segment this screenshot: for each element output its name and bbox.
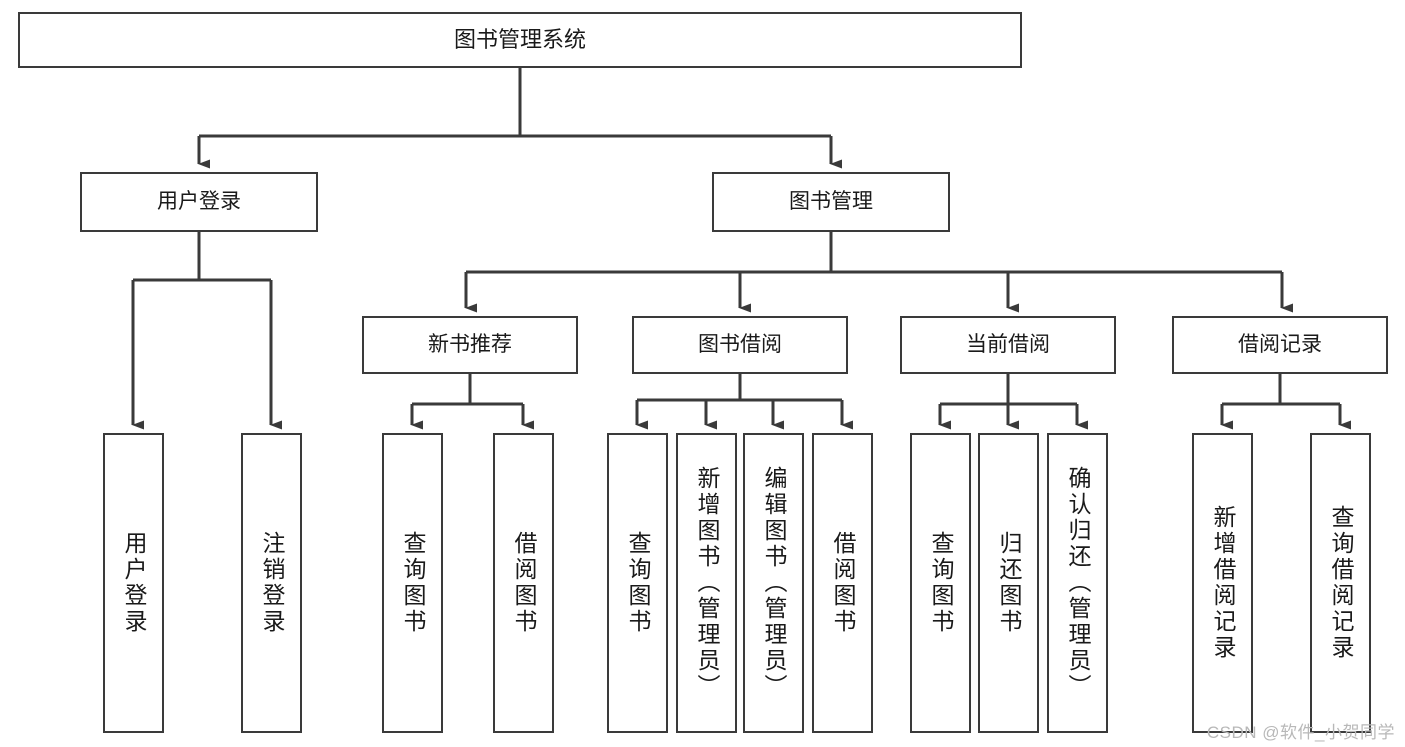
node-label: 图书管理系统 bbox=[453, 27, 586, 53]
node-label: 注销登录 bbox=[259, 531, 285, 635]
node-leaf-borrow-book[interactable]: 借阅图书 bbox=[812, 433, 873, 733]
node-leaf-add-borrow-record[interactable]: 新增借阅记录 bbox=[1192, 433, 1253, 733]
node-label: 查询图书 bbox=[625, 531, 651, 635]
node-new-book-recommend[interactable]: 新书推荐 bbox=[362, 316, 578, 374]
node-book-borrow[interactable]: 图书借阅 bbox=[632, 316, 848, 374]
node-label: 查询图书 bbox=[928, 531, 954, 635]
node-current-borrow[interactable]: 当前借阅 bbox=[900, 316, 1116, 374]
node-leaf-confirm-return-admin[interactable]: 确认归还（管理员） bbox=[1047, 433, 1108, 733]
node-leaf-logout-login[interactable]: 注销登录 bbox=[241, 433, 302, 733]
node-label: 编辑图书（管理员） bbox=[761, 466, 787, 700]
node-leaf-return-book[interactable]: 归还图书 bbox=[978, 433, 1039, 733]
node-label: 借阅记录 bbox=[1238, 332, 1322, 356]
node-label: 新书推荐 bbox=[428, 332, 512, 356]
node-label: 确认归还（管理员） bbox=[1065, 466, 1091, 700]
node-book-management-system[interactable]: 图书管理系统 bbox=[18, 12, 1022, 68]
node-label: 图书借阅 bbox=[698, 332, 782, 356]
node-label: 用户登录 bbox=[121, 531, 147, 635]
node-leaf-add-book-admin[interactable]: 新增图书（管理员） bbox=[676, 433, 737, 733]
node-label: 用户登录 bbox=[157, 189, 241, 213]
node-label: 图书管理 bbox=[789, 189, 873, 213]
watermark: CSDN @软件_小贺同学 bbox=[1206, 723, 1395, 742]
node-label: 借阅图书 bbox=[511, 531, 537, 635]
node-label: 归还图书 bbox=[996, 531, 1022, 635]
node-leaf-query-book-current[interactable]: 查询图书 bbox=[910, 433, 971, 733]
node-borrow-records[interactable]: 借阅记录 bbox=[1172, 316, 1388, 374]
node-label: 新增借阅记录 bbox=[1210, 505, 1236, 661]
node-leaf-borrow-book-recommend[interactable]: 借阅图书 bbox=[493, 433, 554, 733]
node-label: 借阅图书 bbox=[830, 531, 856, 635]
node-leaf-query-borrow-record[interactable]: 查询借阅记录 bbox=[1310, 433, 1371, 733]
node-user-login[interactable]: 用户登录 bbox=[80, 172, 318, 232]
node-leaf-query-book[interactable]: 查询图书 bbox=[607, 433, 668, 733]
node-leaf-user-login[interactable]: 用户登录 bbox=[103, 433, 164, 733]
node-leaf-edit-book-admin[interactable]: 编辑图书（管理员） bbox=[743, 433, 804, 733]
node-label: 查询图书 bbox=[400, 531, 426, 635]
node-label: 查询借阅记录 bbox=[1328, 505, 1354, 661]
node-label: 当前借阅 bbox=[966, 332, 1050, 356]
node-label: 新增图书（管理员） bbox=[694, 466, 720, 700]
node-leaf-query-book-recommend[interactable]: 查询图书 bbox=[382, 433, 443, 733]
node-book-management[interactable]: 图书管理 bbox=[712, 172, 950, 232]
